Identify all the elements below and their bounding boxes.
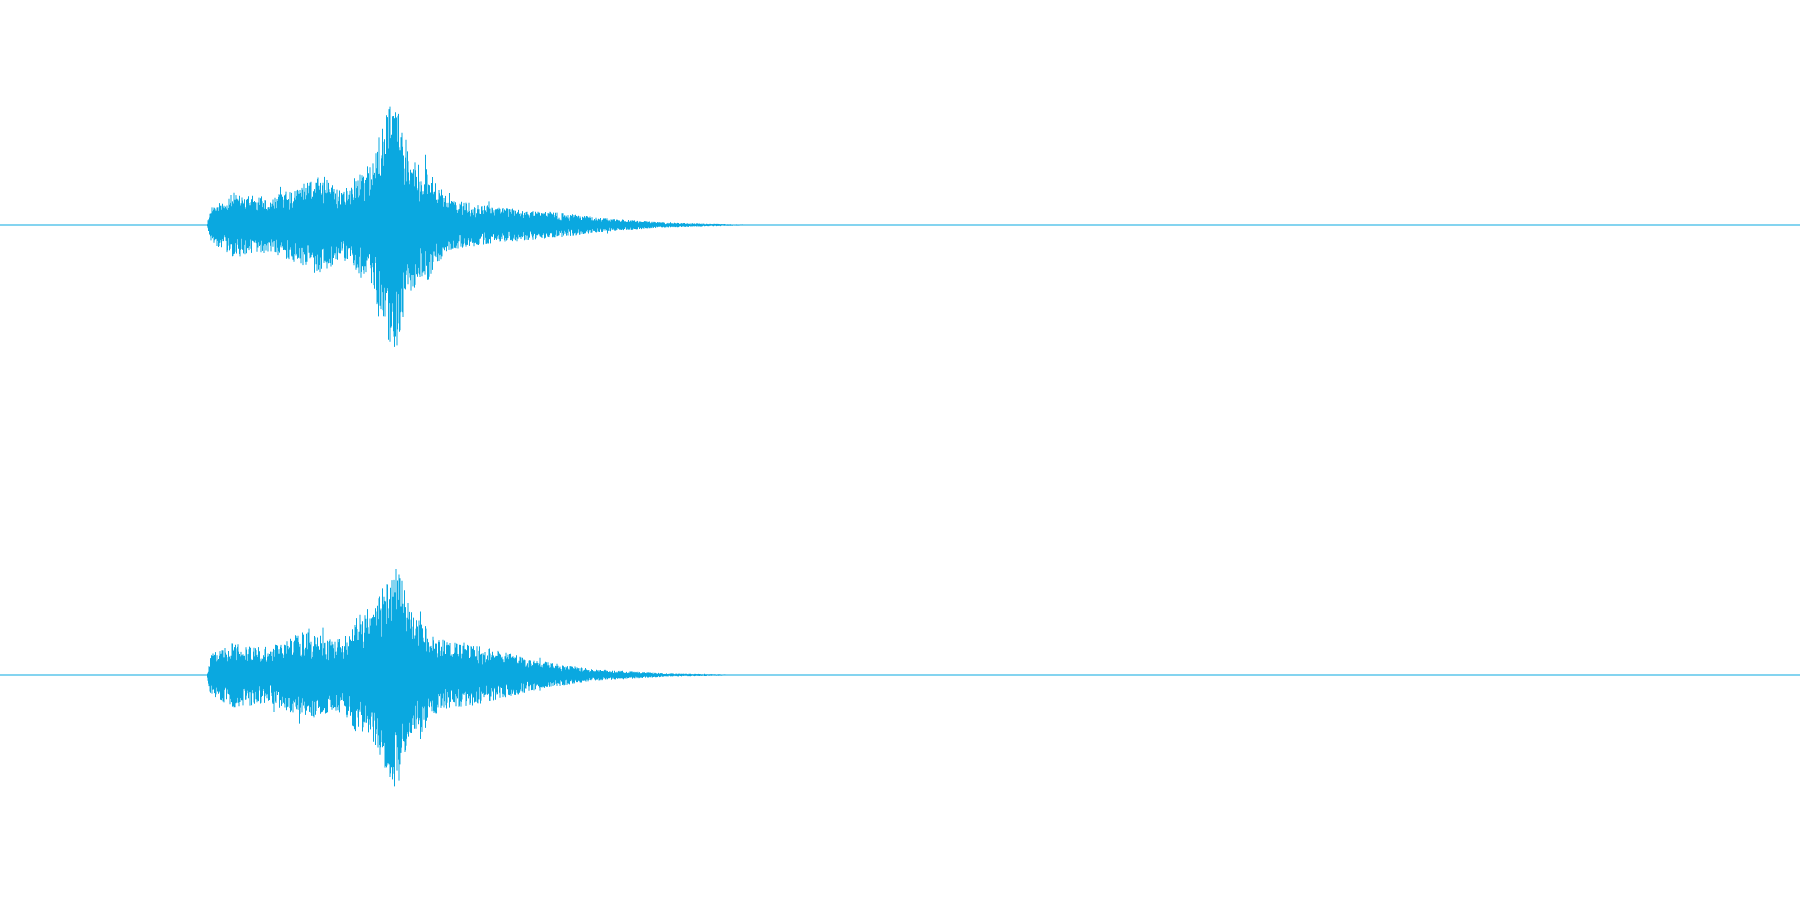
channel-1-waveform [0,106,1800,347]
channel-2-signal [207,569,753,787]
channel-2-waveform [0,569,1800,787]
channel-1-signal [207,106,787,347]
